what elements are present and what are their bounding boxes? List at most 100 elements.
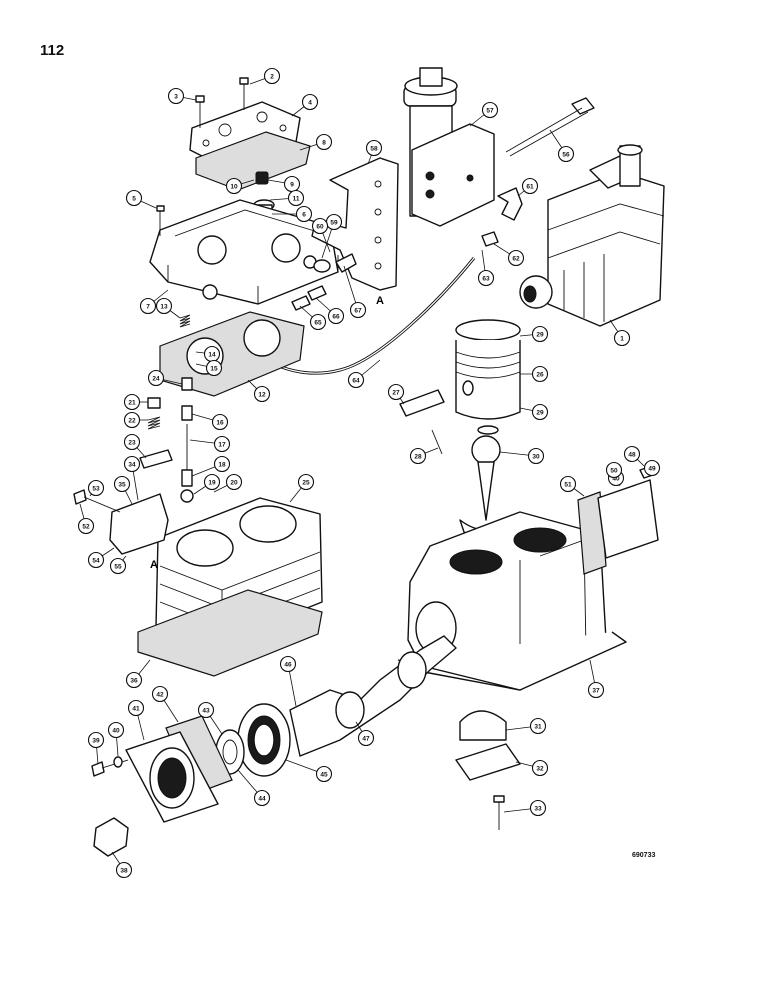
callout-c45: 45 — [315, 765, 333, 783]
callout-number: 53 — [92, 485, 100, 492]
callout-c36: 36 — [125, 671, 143, 689]
callout-number: 8 — [322, 139, 326, 146]
callout-number: 11 — [293, 195, 300, 202]
callout-number: 33 — [534, 805, 542, 812]
base-gasket-part — [137, 589, 323, 677]
callout-c26: 26 — [531, 365, 549, 383]
callout-circle — [387, 383, 405, 401]
callout-circle — [77, 517, 95, 535]
callout-circle — [213, 455, 231, 473]
callout-circle — [87, 731, 105, 749]
callout-circle — [349, 301, 367, 319]
callout-number: 43 — [202, 707, 210, 714]
callout-number: 1 — [620, 335, 624, 342]
callout-c66: 66 — [327, 307, 345, 325]
callout-circle — [155, 297, 173, 315]
callout-c67: 67 — [349, 301, 367, 319]
callout-number: 24 — [152, 375, 160, 382]
callout-circle — [123, 411, 141, 429]
callout-circle — [295, 205, 313, 223]
callout-number: 13 — [160, 303, 168, 310]
callout-number: 4 — [308, 99, 312, 106]
callout-c58: 58 — [365, 139, 383, 157]
callout-number: 26 — [536, 371, 544, 378]
callout-c62: 62 — [507, 249, 525, 267]
callout-c15: 15 — [205, 359, 223, 377]
callout-number: 50 — [610, 467, 618, 474]
callout-c39: 39 — [87, 731, 105, 749]
callout-circle — [123, 393, 141, 411]
callout-circle — [643, 459, 661, 477]
callout-number: 16 — [216, 419, 224, 426]
cylinder-head-part — [149, 199, 339, 305]
callout-circle — [147, 369, 165, 387]
callout-number: 61 — [526, 183, 534, 190]
unloader-plunger-part — [180, 377, 194, 503]
callout-number: 17 — [218, 441, 226, 448]
callout-c61: 61 — [521, 177, 539, 195]
callout-c29a: 29 — [531, 325, 549, 343]
callout-circle — [357, 729, 375, 747]
callout-number: 57 — [486, 107, 494, 114]
castle-nut-part — [93, 817, 129, 857]
callout-number: 14 — [208, 351, 216, 358]
callout-c32: 32 — [531, 759, 549, 777]
callout-circle — [123, 433, 141, 451]
callout-number: 63 — [482, 275, 490, 282]
page-number: 112 — [40, 42, 65, 59]
callout-circle — [531, 365, 549, 383]
callout-circle — [113, 475, 131, 493]
bolt-part — [156, 205, 165, 212]
callout-circle — [531, 325, 549, 343]
callout-c2: 2 — [263, 67, 281, 85]
callout-circle — [87, 551, 105, 569]
callout-c27: 27 — [387, 383, 405, 401]
callout-number: 51 — [564, 481, 572, 488]
callout-c55: 55 — [109, 557, 127, 575]
callout-c28: 28 — [409, 447, 427, 465]
callout-c41: 41 — [127, 699, 145, 717]
callout-number: 46 — [284, 661, 292, 668]
callout-number: 23 — [128, 439, 136, 446]
callout-number: 42 — [156, 691, 164, 698]
callout-number: 52 — [82, 523, 90, 530]
callout-number: 54 — [92, 557, 100, 564]
callout-c35: 35 — [113, 475, 131, 493]
figure-code: 690733 — [632, 852, 656, 859]
callout-c21: 21 — [123, 393, 141, 411]
callout-number: 20 — [230, 479, 238, 486]
elbow-fitting-part — [291, 253, 357, 311]
callout-c4: 4 — [301, 93, 319, 111]
callout-circle — [409, 447, 427, 465]
callout-circle — [605, 461, 623, 479]
callout-circle — [125, 671, 143, 689]
spring-part — [147, 314, 191, 430]
callout-circle — [531, 403, 549, 421]
callout-c53: 53 — [87, 479, 105, 497]
callout-circle — [315, 133, 333, 151]
callout-c6: 6 — [295, 205, 313, 223]
callout-circle — [279, 655, 297, 673]
callout-circle — [151, 685, 169, 703]
callout-c25: 25 — [297, 473, 315, 491]
callout-c20: 20 — [225, 473, 243, 491]
callout-c49: 49 — [643, 459, 661, 477]
callout-circle — [125, 189, 143, 207]
callout-number: 7 — [146, 303, 150, 310]
callout-number: 2 — [270, 73, 274, 80]
callout-c9: 9 — [283, 175, 301, 193]
callout-number: 22 — [128, 417, 136, 424]
callout-circle — [115, 861, 133, 879]
end-cover-part — [577, 465, 659, 575]
callout-c38: 38 — [115, 861, 133, 879]
callout-number: 38 — [120, 867, 128, 874]
callout-circle — [301, 93, 319, 111]
callout-circle — [225, 473, 243, 491]
callout-number: 25 — [302, 479, 310, 486]
callout-c57: 57 — [481, 101, 499, 119]
callout-number: 35 — [118, 481, 126, 488]
crankcase-part — [397, 511, 627, 691]
long-bolt-part — [505, 97, 595, 157]
callout-circle — [315, 765, 333, 783]
